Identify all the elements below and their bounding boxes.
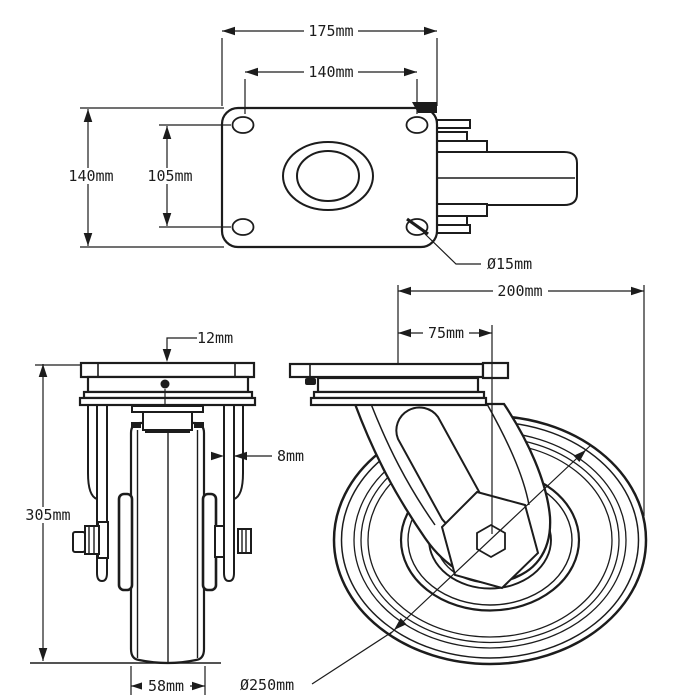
top-plate-outline [220,106,439,249]
dim-wheel-diameter-label: Ø250mm [240,676,294,694]
front-top-plate [78,361,257,407]
dim-bolt-hole-diameter-label: Ø15mm [487,255,532,273]
label-backing [21,23,548,694]
dim-plate-width-label: 175mm [308,22,353,40]
front-wheel [129,421,206,665]
dim-overall-length-label: 200mm [497,282,542,300]
kingpin-rivet [160,379,170,389]
bolt-holes [231,116,429,236]
hub-flanges [117,492,218,592]
dim-bracket-thickness-label: 8mm [277,447,304,465]
dim-overall-height-label: 305mm [25,506,70,524]
dim-wheel-width-label: 58mm [148,677,184,695]
dim-plate-thickness-label: 12mm [197,329,233,347]
top-view-axle-assembly [436,119,578,234]
plate-bolt-mark [305,378,316,385]
dim-bolt-spacing-depth-label: 105mm [147,167,192,185]
fork-tab-mark [412,102,437,113]
caster-side-view [288,361,648,666]
dim-swivel-offset-label: 75mm [428,324,464,342]
swivel-boss-outer [282,141,374,211]
kingpin-nut [131,405,204,433]
dimension-labels: 175mm 140mm 140mm 105mm Ø15mm 12mm 8mm 3… [25,22,542,695]
dim-bolt-spacing-width-label: 140mm [308,63,353,81]
axle-bolt [72,521,252,559]
dim-plate-depth-label: 140mm [68,167,113,185]
top-plate-view [220,102,578,249]
side-fork-blade [353,402,552,590]
dimension-lines [21,23,645,695]
caster-front-view [72,361,257,665]
side-top-plate [288,361,510,407]
swivel-boss-inner [296,150,360,202]
